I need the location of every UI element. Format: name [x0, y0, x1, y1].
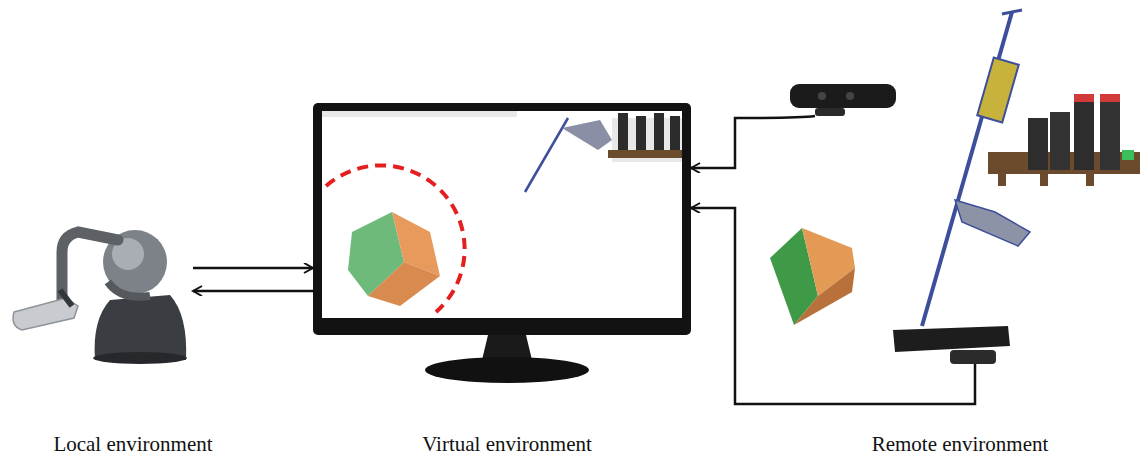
kinect-sensor	[740, 84, 896, 118]
data-flow-arrow	[691, 118, 740, 168]
data-flow-arrow	[691, 208, 740, 404]
cube	[770, 228, 855, 325]
data-flow-arrow	[193, 267, 313, 270]
environment-label: Virtual environment	[422, 432, 592, 457]
environment-panel: Local environment	[8, 220, 193, 360]
kinect-sensor	[740, 326, 1010, 404]
environment-label: Remote environment	[872, 432, 1049, 457]
robot-arm	[922, 10, 1140, 326]
environment-panel: Virtual environment	[313, 103, 691, 383]
monitor	[313, 103, 691, 383]
environment-panel: Remote environment	[740, 40, 1137, 410]
data-flow-arrow	[193, 290, 313, 293]
haptic-device	[13, 230, 187, 364]
environment-label: Local environment	[53, 432, 212, 457]
